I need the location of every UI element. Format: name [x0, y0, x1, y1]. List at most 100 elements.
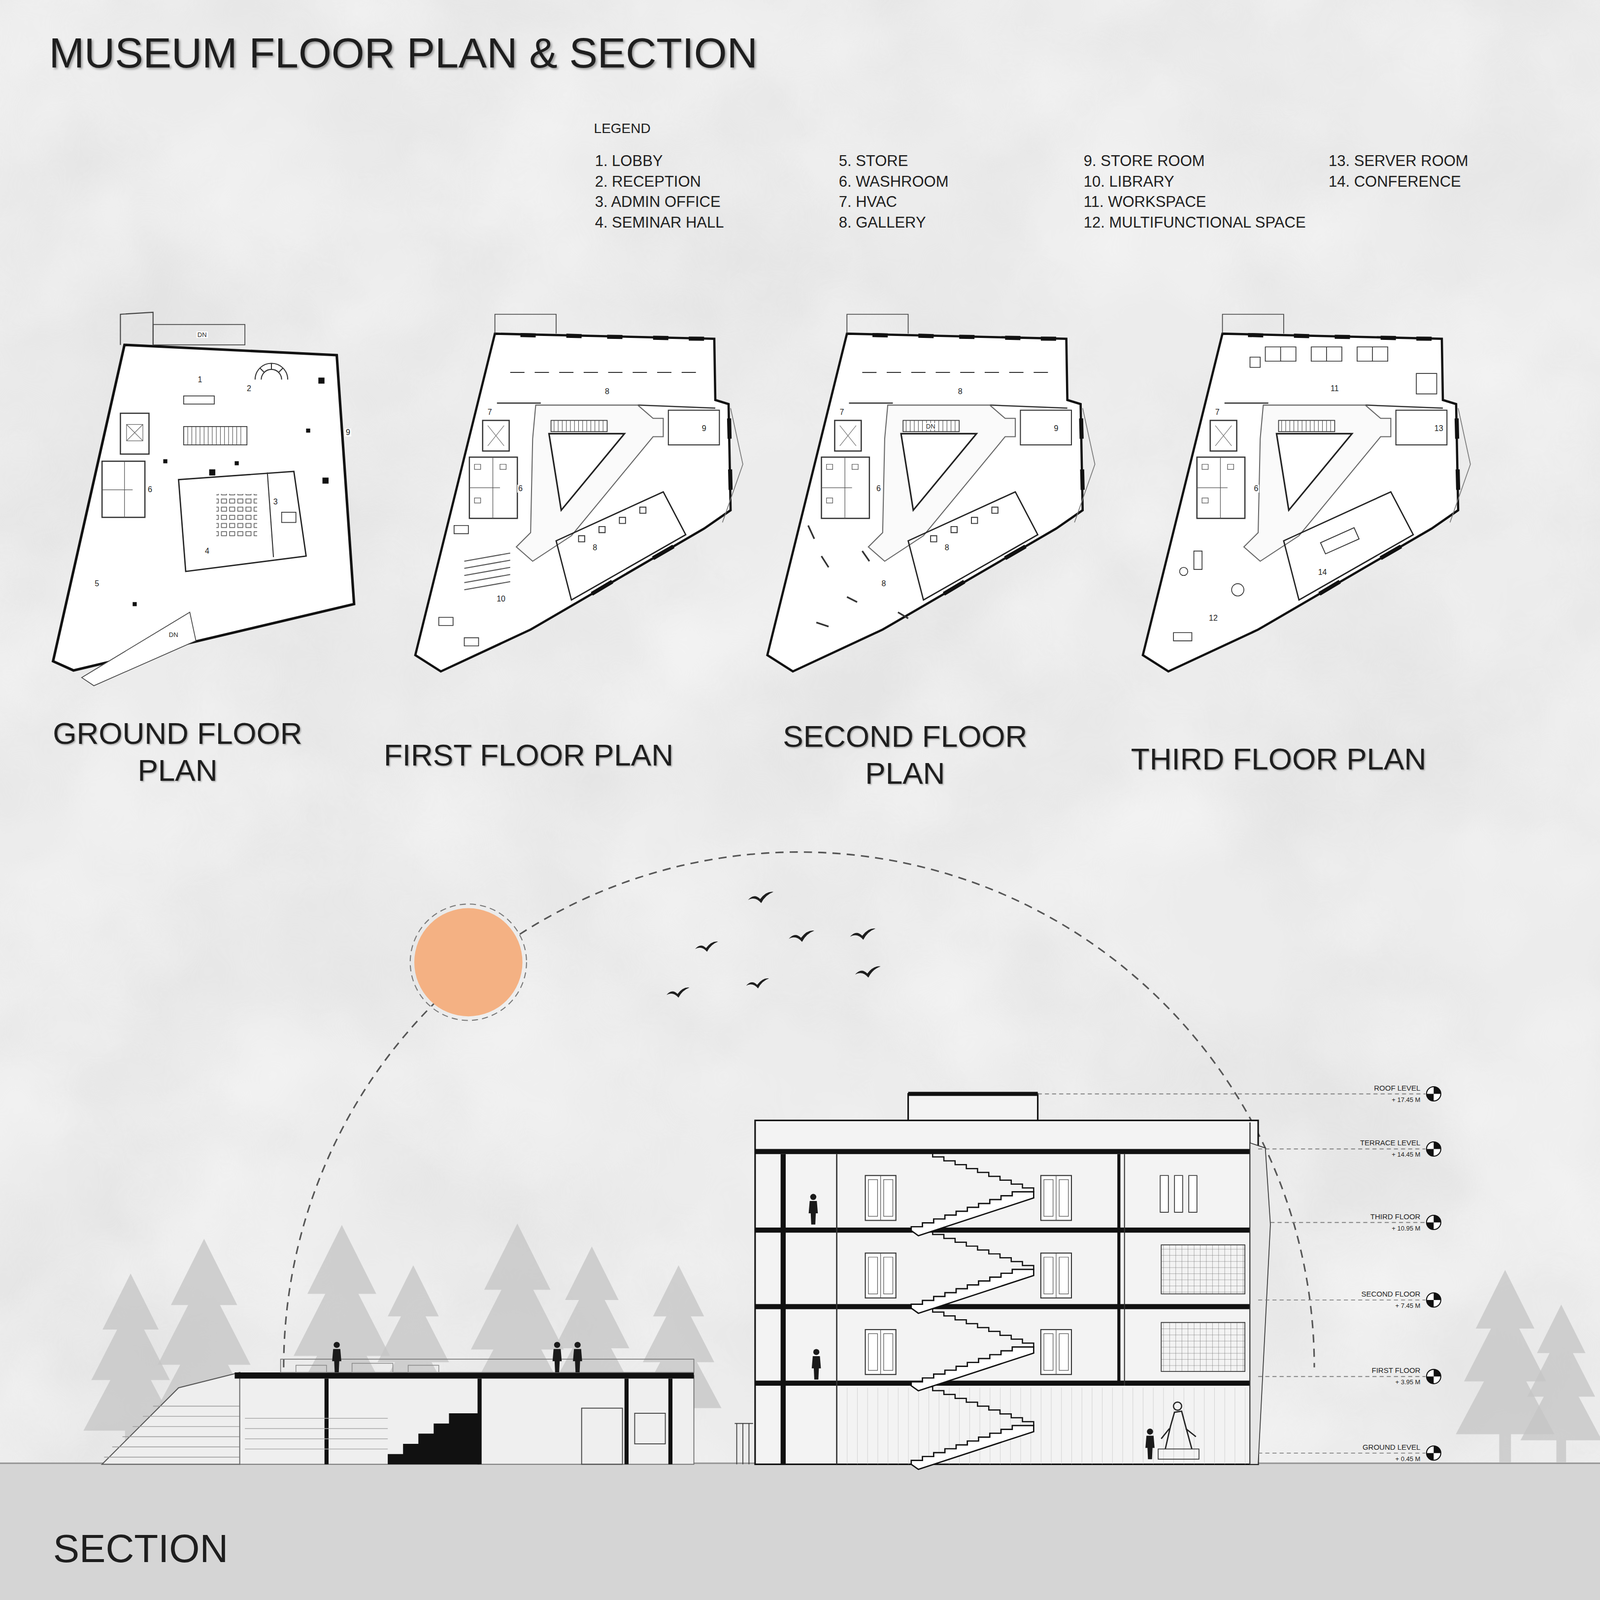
legend-item: 11. WORKSPACE	[1083, 193, 1207, 211]
legend-header: LEGEND	[594, 120, 651, 137]
left-pavilion	[387, 1413, 480, 1465]
room-number: 7	[1214, 408, 1221, 417]
birds	[855, 966, 881, 978]
plan-title: THIRD FLOOR PLAN	[1131, 740, 1427, 778]
room-number: 6	[875, 484, 882, 493]
third-floor-furniture	[1173, 551, 1202, 641]
birds	[666, 987, 690, 999]
upper-floor-plans	[415, 314, 1471, 672]
museum-section	[1250, 1142, 1271, 1465]
room-number: 5	[93, 579, 100, 588]
first-floor-furniture	[464, 553, 511, 591]
legend-item: 12. MULTIFUNCTIONAL SPACE	[1083, 213, 1306, 232]
level-name: THIRD FLOOR	[1370, 1212, 1421, 1221]
level-markers	[1426, 1086, 1441, 1101]
ground-floor-plan	[81, 612, 197, 686]
ground-floor-plan	[53, 344, 355, 671]
room-number: 6	[517, 484, 524, 493]
room-number: 13	[1433, 424, 1445, 433]
ground-floor-plan	[178, 471, 307, 572]
room-number: 8	[957, 387, 964, 396]
museum-section	[1158, 1448, 1200, 1460]
museum-section	[755, 1091, 1271, 1469]
third-floor-furniture	[1320, 527, 1360, 554]
museum-section	[865, 1175, 897, 1221]
ground-floor-plan	[183, 396, 215, 405]
museum-section	[911, 1153, 1034, 1236]
second-floor-furniture	[930, 507, 999, 542]
museum-section	[911, 1308, 1034, 1392]
first-floor-furniture	[438, 525, 479, 646]
room-number: 2	[245, 384, 253, 393]
left-pavilion	[234, 1372, 694, 1379]
left-pavilion	[634, 1413, 666, 1444]
second-floor-furniture	[862, 371, 1057, 373]
legend-item: 4. SEMINAR HALL	[595, 213, 725, 232]
museum-section	[1040, 1329, 1072, 1375]
stair-note: DN	[167, 631, 180, 638]
upper-floor-plans	[1142, 314, 1471, 672]
museum-section	[911, 1386, 1034, 1470]
museum-section	[1161, 1322, 1245, 1372]
level-name: SECOND FLOOR	[1361, 1289, 1421, 1299]
ground-floor-plan	[281, 512, 297, 523]
level-value: + 14.45 M	[1391, 1151, 1421, 1159]
legend-item: 9. STORE ROOM	[1083, 152, 1205, 170]
room-number: 11	[1329, 384, 1340, 393]
left-pavilion	[103, 1405, 240, 1458]
ground-floor-plan	[187, 426, 241, 445]
museum-section	[1161, 1411, 1196, 1450]
museum-section	[1124, 1154, 1126, 1386]
birds	[788, 930, 815, 942]
museum-section	[755, 1380, 1254, 1386]
room-number: 7	[838, 408, 845, 417]
room-number: 8	[591, 543, 599, 552]
left-pavilion	[101, 1372, 240, 1465]
museum-section	[865, 1253, 897, 1299]
third-floor-furniture	[1173, 346, 1437, 641]
upper-floor-plans	[767, 314, 1096, 672]
room-number: 9	[1052, 424, 1060, 433]
legend-item: 7. HVAC	[838, 193, 898, 211]
museum-section	[755, 1148, 1254, 1154]
ground-floor-plan	[255, 363, 288, 380]
museum-section	[808, 1194, 819, 1225]
plan-title: GROUND FLOOR PLAN	[29, 715, 326, 789]
level-markers	[1426, 1445, 1441, 1461]
museum-section	[1117, 1154, 1121, 1386]
museum-section	[1040, 1253, 1072, 1299]
museum-section	[755, 1120, 1259, 1465]
room-number: 8	[943, 543, 951, 552]
museum-section	[755, 1227, 1254, 1233]
ground-floor-plan	[216, 494, 258, 539]
museum-section	[1161, 1244, 1245, 1294]
stair-note: DN	[196, 331, 208, 338]
level-name: GROUND LEVEL	[1362, 1442, 1421, 1452]
left-pavilion	[624, 1378, 629, 1465]
ground-floor-plan	[183, 426, 247, 445]
room-number: 9	[344, 428, 352, 437]
legend-item: 6. WASHROOM	[838, 172, 949, 191]
left-pavilion	[296, 1363, 439, 1373]
third-floor-furniture	[1231, 583, 1244, 597]
level-markers	[1426, 1141, 1441, 1157]
birds	[666, 891, 881, 998]
level-name: TERRACE LEVEL	[1360, 1138, 1421, 1147]
left-pavilion	[239, 1375, 695, 1465]
left-pavilion	[332, 1341, 342, 1373]
third-floor-furniture	[1250, 346, 1437, 394]
legend-item: 2. RECEPTION	[595, 172, 701, 191]
legend-item: 13. SERVER ROOM	[1328, 152, 1469, 170]
room-number: 6	[146, 485, 154, 494]
sun-path	[414, 908, 523, 1017]
left-pavilion	[324, 1378, 329, 1465]
museum-section	[908, 1094, 1038, 1121]
left-pavilion	[101, 1341, 754, 1465]
legend-item: 1. LOBBY	[595, 152, 664, 170]
plan-title: SECOND FLOOR PLAN	[757, 718, 1053, 792]
left-pavilion	[280, 1359, 695, 1373]
first-floor-furniture	[438, 372, 705, 646]
room-number: 1	[197, 375, 204, 384]
